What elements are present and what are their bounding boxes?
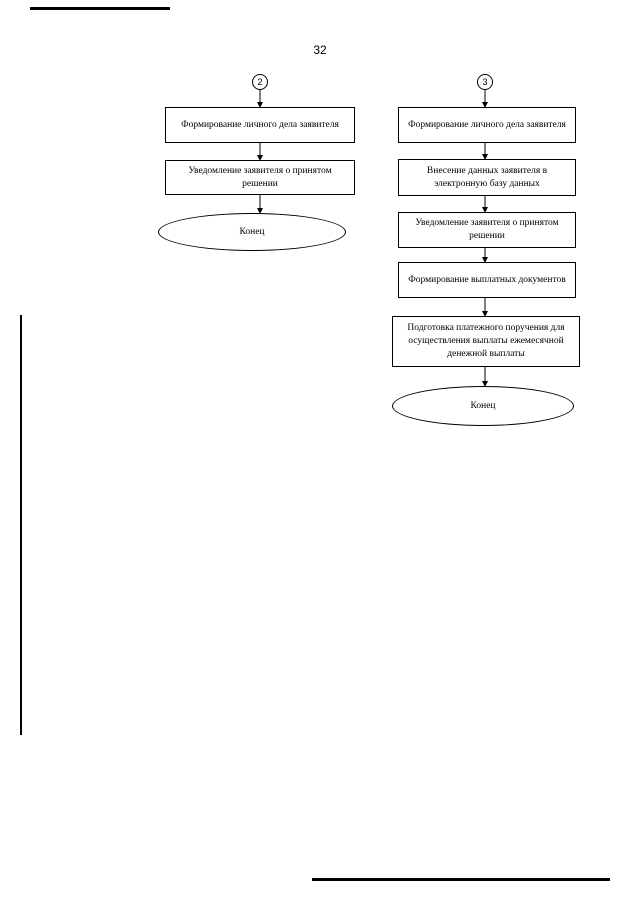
- left-end-terminal: Конец: [158, 213, 346, 251]
- right-step-1: Формирование личного дела заявителя: [398, 107, 576, 143]
- right-step-2: Внесение данных заявителя в электронную …: [398, 159, 576, 196]
- scan-edge-line-top: [30, 7, 170, 10]
- scan-edge-line-left: [20, 315, 22, 735]
- scan-edge-line-bottom: [312, 878, 610, 881]
- page-number: 32: [313, 43, 327, 57]
- left-step-2: Уведомление заявителя о принятом решении: [165, 160, 355, 195]
- right-step-4: Формирование выплатных документов: [398, 262, 576, 298]
- right-step-5: Подготовка платежного поручения для осущ…: [392, 316, 580, 367]
- connector-circle-3: 3: [477, 74, 493, 90]
- connector-circle-2: 2: [252, 74, 268, 90]
- left-step-1: Формирование личного дела заявителя: [165, 107, 355, 143]
- right-step-3: Уведомление заявителя о принятом решении: [398, 212, 576, 248]
- right-end-terminal: Конец: [392, 386, 574, 426]
